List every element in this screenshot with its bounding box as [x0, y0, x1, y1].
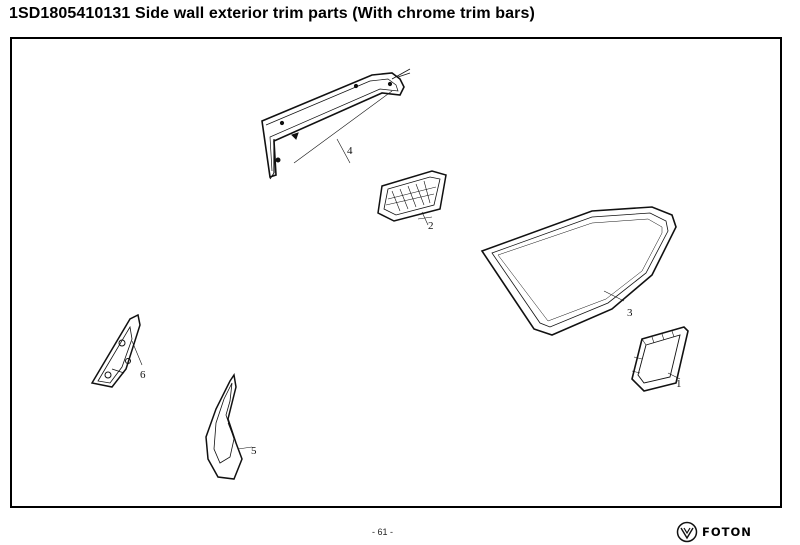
brand-name: FOTON	[702, 525, 752, 539]
callout-1: 1	[676, 378, 682, 390]
parts-diagram-frame: 1 2 3 4 5 6	[10, 37, 782, 508]
parts-diagram: 1 2 3 4 5 6	[90, 68, 689, 480]
brand-footer: FOTON	[676, 521, 752, 543]
part-1-small-frame-icon	[631, 326, 689, 392]
foton-logo-icon	[676, 521, 698, 543]
callout-3: 3	[627, 307, 633, 319]
part-5-pillar-cover-icon	[205, 373, 253, 480]
callout-6: 6	[140, 369, 146, 381]
callout-2: 2	[428, 220, 434, 232]
page-number: - 61 -	[372, 527, 394, 537]
part-2-vent-grille-icon	[377, 170, 447, 226]
part-6-corner-bracket-icon	[90, 313, 143, 388]
part-4-window-trim-strip-icon	[261, 68, 411, 180]
callout-5: 5	[251, 445, 257, 457]
part-3-quarter-window-icon	[480, 206, 677, 336]
page-title: 1SD1805410131 Side wall exterior trim pa…	[9, 5, 535, 22]
callout-4: 4	[347, 145, 353, 157]
